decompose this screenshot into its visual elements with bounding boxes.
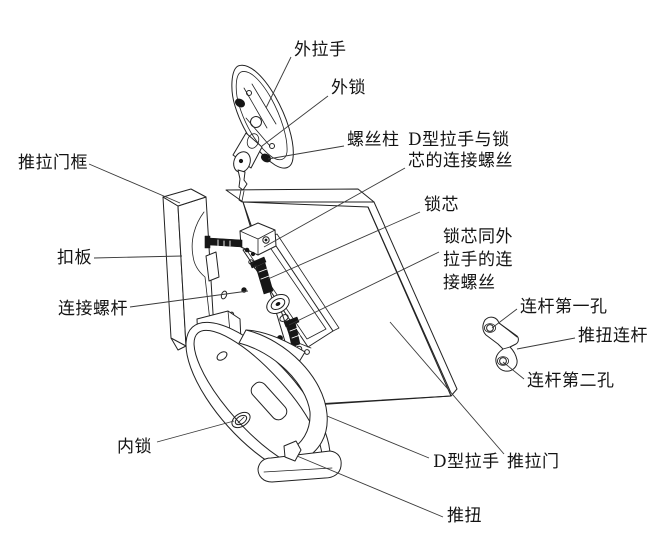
svg-text:外拉手: 外拉手 [294, 40, 347, 60]
svg-text:推拉门框: 推拉门框 [18, 153, 88, 173]
leader-line-core-outer-handle-screw [288, 251, 440, 326]
svg-text:螺丝柱: 螺丝柱 [347, 130, 400, 150]
svg-text:扣板: 扣板 [57, 248, 92, 268]
label-outer-lock: 外锁 [331, 78, 366, 98]
svg-text:连杆第二孔: 连杆第二孔 [527, 371, 615, 391]
label-rod-second-hole: 连杆第二孔 [527, 371, 615, 391]
svg-text:推扭: 推扭 [447, 506, 482, 526]
svg-text:锁芯: 锁芯 [424, 195, 459, 215]
label-push-button-rod: 推扭连杆 [578, 326, 648, 346]
svg-text:推扭连杆: 推扭连杆 [578, 326, 648, 346]
leader-line-lock-core [267, 211, 421, 280]
inner-lock-assembly-shape [185, 321, 342, 483]
svg-text:连接螺杆: 连接螺杆 [58, 299, 128, 319]
leader-line-d-handle [326, 415, 430, 459]
outer-lock-assembly-shape [231, 64, 294, 203]
leader-line-sliding-door [389, 321, 505, 455]
leader-line-d-handle-core-screw [263, 167, 406, 248]
label-d-handle: D型拉手 [433, 452, 500, 472]
leader-line-sliding-door-frame [88, 163, 181, 204]
label-connecting-screw-rod: 连接螺杆 [58, 299, 128, 319]
push-rod-shape [482, 316, 519, 372]
label-rod-first-hole: 连杆第一孔 [520, 297, 608, 317]
drawing-layer [162, 64, 519, 483]
leader-line-inner-lock [156, 420, 235, 443]
svg-text:连杆第一孔: 连杆第一孔 [520, 297, 608, 317]
leader-line-connecting-screw-rod [129, 290, 249, 308]
leader-line-outer-handle [265, 56, 292, 109]
lock-body-shape [204, 222, 340, 355]
svg-text:D型拉手与锁: D型拉手与锁 [408, 130, 510, 150]
label-outer-handle: 外拉手 [294, 40, 347, 60]
label-strike-plate: 扣板 [57, 248, 92, 268]
label-lock-core: 锁芯 [424, 195, 459, 215]
svg-text:内锁: 内锁 [117, 437, 152, 457]
leader-line-push-button-rod [516, 337, 576, 350]
label-push-button: 推扭 [447, 506, 482, 526]
leader-lines-layer [88, 56, 576, 518]
svg-text:外锁: 外锁 [331, 78, 366, 98]
leader-line-outer-lock [261, 95, 329, 147]
leader-line-rod-second-hole [502, 361, 525, 380]
label-sliding-door-frame: 推拉门框 [18, 153, 88, 173]
label-sliding-door: 推拉门 [507, 452, 560, 472]
svg-text:推拉门: 推拉门 [507, 452, 560, 472]
sliding-door-panel-shape [225, 188, 458, 409]
svg-text:锁芯同外: 锁芯同外 [443, 227, 513, 247]
leader-line-strike-plate [93, 255, 183, 259]
label-inner-lock: 内锁 [117, 437, 152, 457]
svg-text:拉手的连: 拉手的连 [443, 250, 513, 270]
svg-text:接螺丝: 接螺丝 [443, 273, 496, 293]
svg-text:D型拉手: D型拉手 [433, 452, 500, 472]
leader-line-screw-posts [267, 145, 345, 160]
label-screw-posts: 螺丝柱 [347, 130, 400, 150]
leader-line-push-button [296, 455, 444, 518]
svg-text:芯的连接螺丝: 芯的连接螺丝 [408, 151, 513, 171]
leader-line-rod-first-hole [491, 308, 518, 329]
